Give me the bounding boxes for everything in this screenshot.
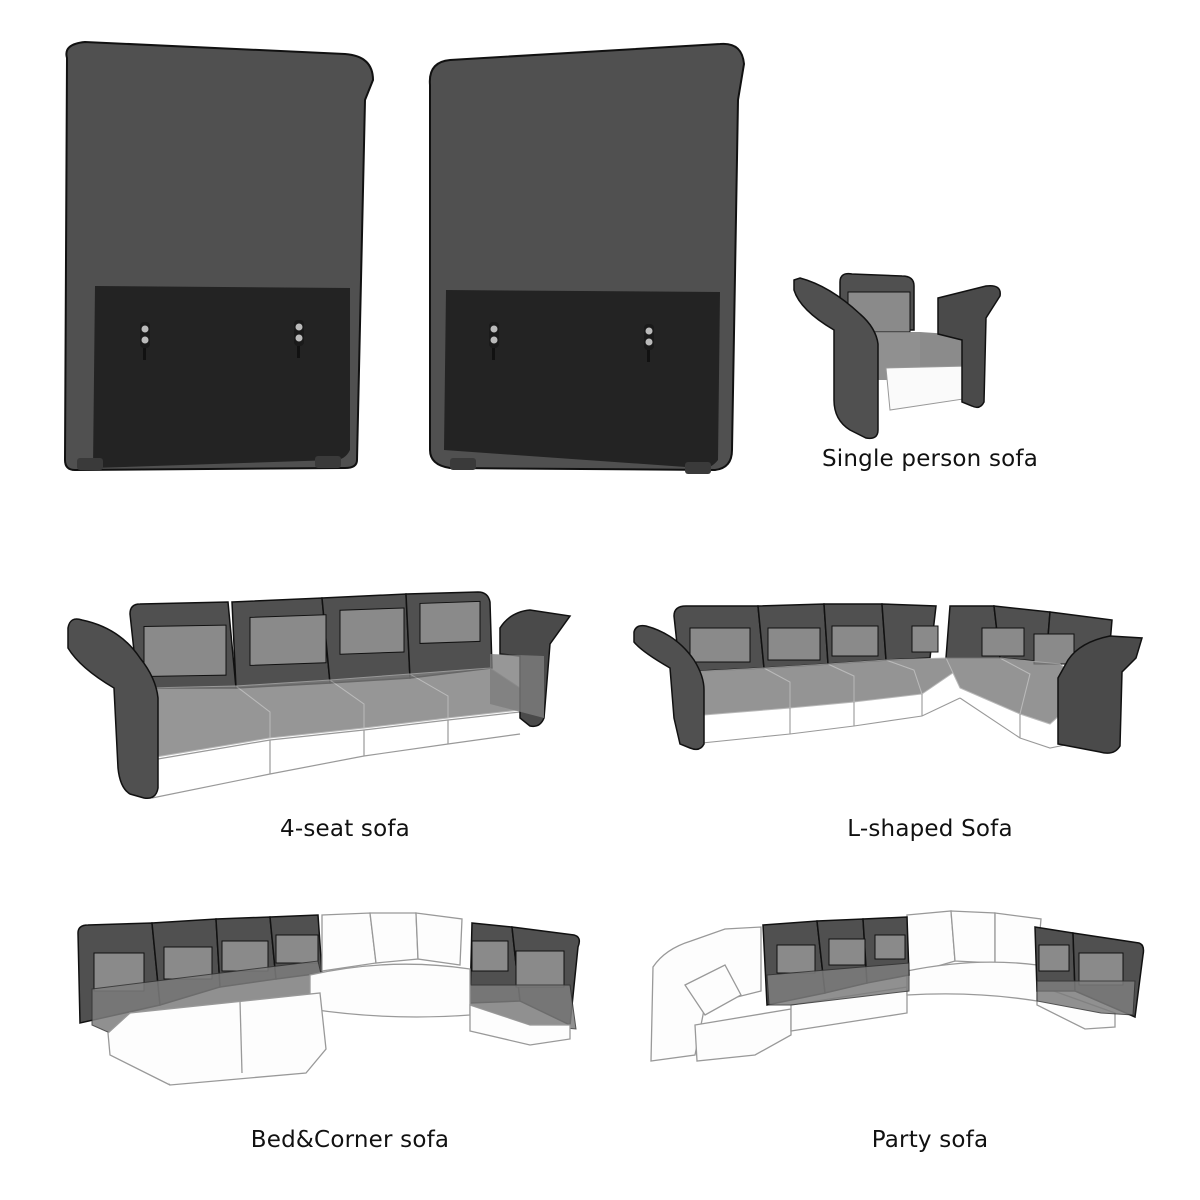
party-sofa-illustration	[650, 910, 1145, 1062]
l-shaped-sofa-illustration	[633, 603, 1143, 754]
bed-corner-sofa: Bed&Corner sofa	[70, 905, 600, 1155]
hinge-bracket-right	[294, 320, 304, 358]
backrest-illustration	[428, 42, 746, 474]
hinge-bracket-right	[644, 324, 654, 362]
hinge-bracket-left	[489, 322, 499, 360]
four-seat-sofa-illustration	[67, 591, 572, 800]
product-label: L-shaped Sofa	[847, 816, 1013, 842]
hinge-bracket-left	[140, 322, 150, 360]
product-label: Bed&Corner sofa	[250, 1127, 450, 1153]
single-person-sofa: Single person sofa	[790, 270, 1038, 472]
bed-corner-sofa-illustration	[77, 912, 581, 1086]
party-sofa: Party sofa	[645, 905, 1155, 1155]
backrest-module-view-1	[55, 40, 380, 475]
l-shaped-sofa: L-shaped Sofa	[630, 598, 1160, 848]
product-label: Single person sofa	[821, 446, 1038, 472]
product-label: Party sofa	[871, 1127, 989, 1153]
backrest-module-view-2	[420, 40, 755, 475]
product-label: 4-seat sofa	[280, 816, 410, 842]
backrest-illustration	[63, 40, 375, 472]
single-sofa-illustration	[793, 272, 1001, 440]
four-seat-sofa: 4-seat sofa	[60, 588, 600, 848]
